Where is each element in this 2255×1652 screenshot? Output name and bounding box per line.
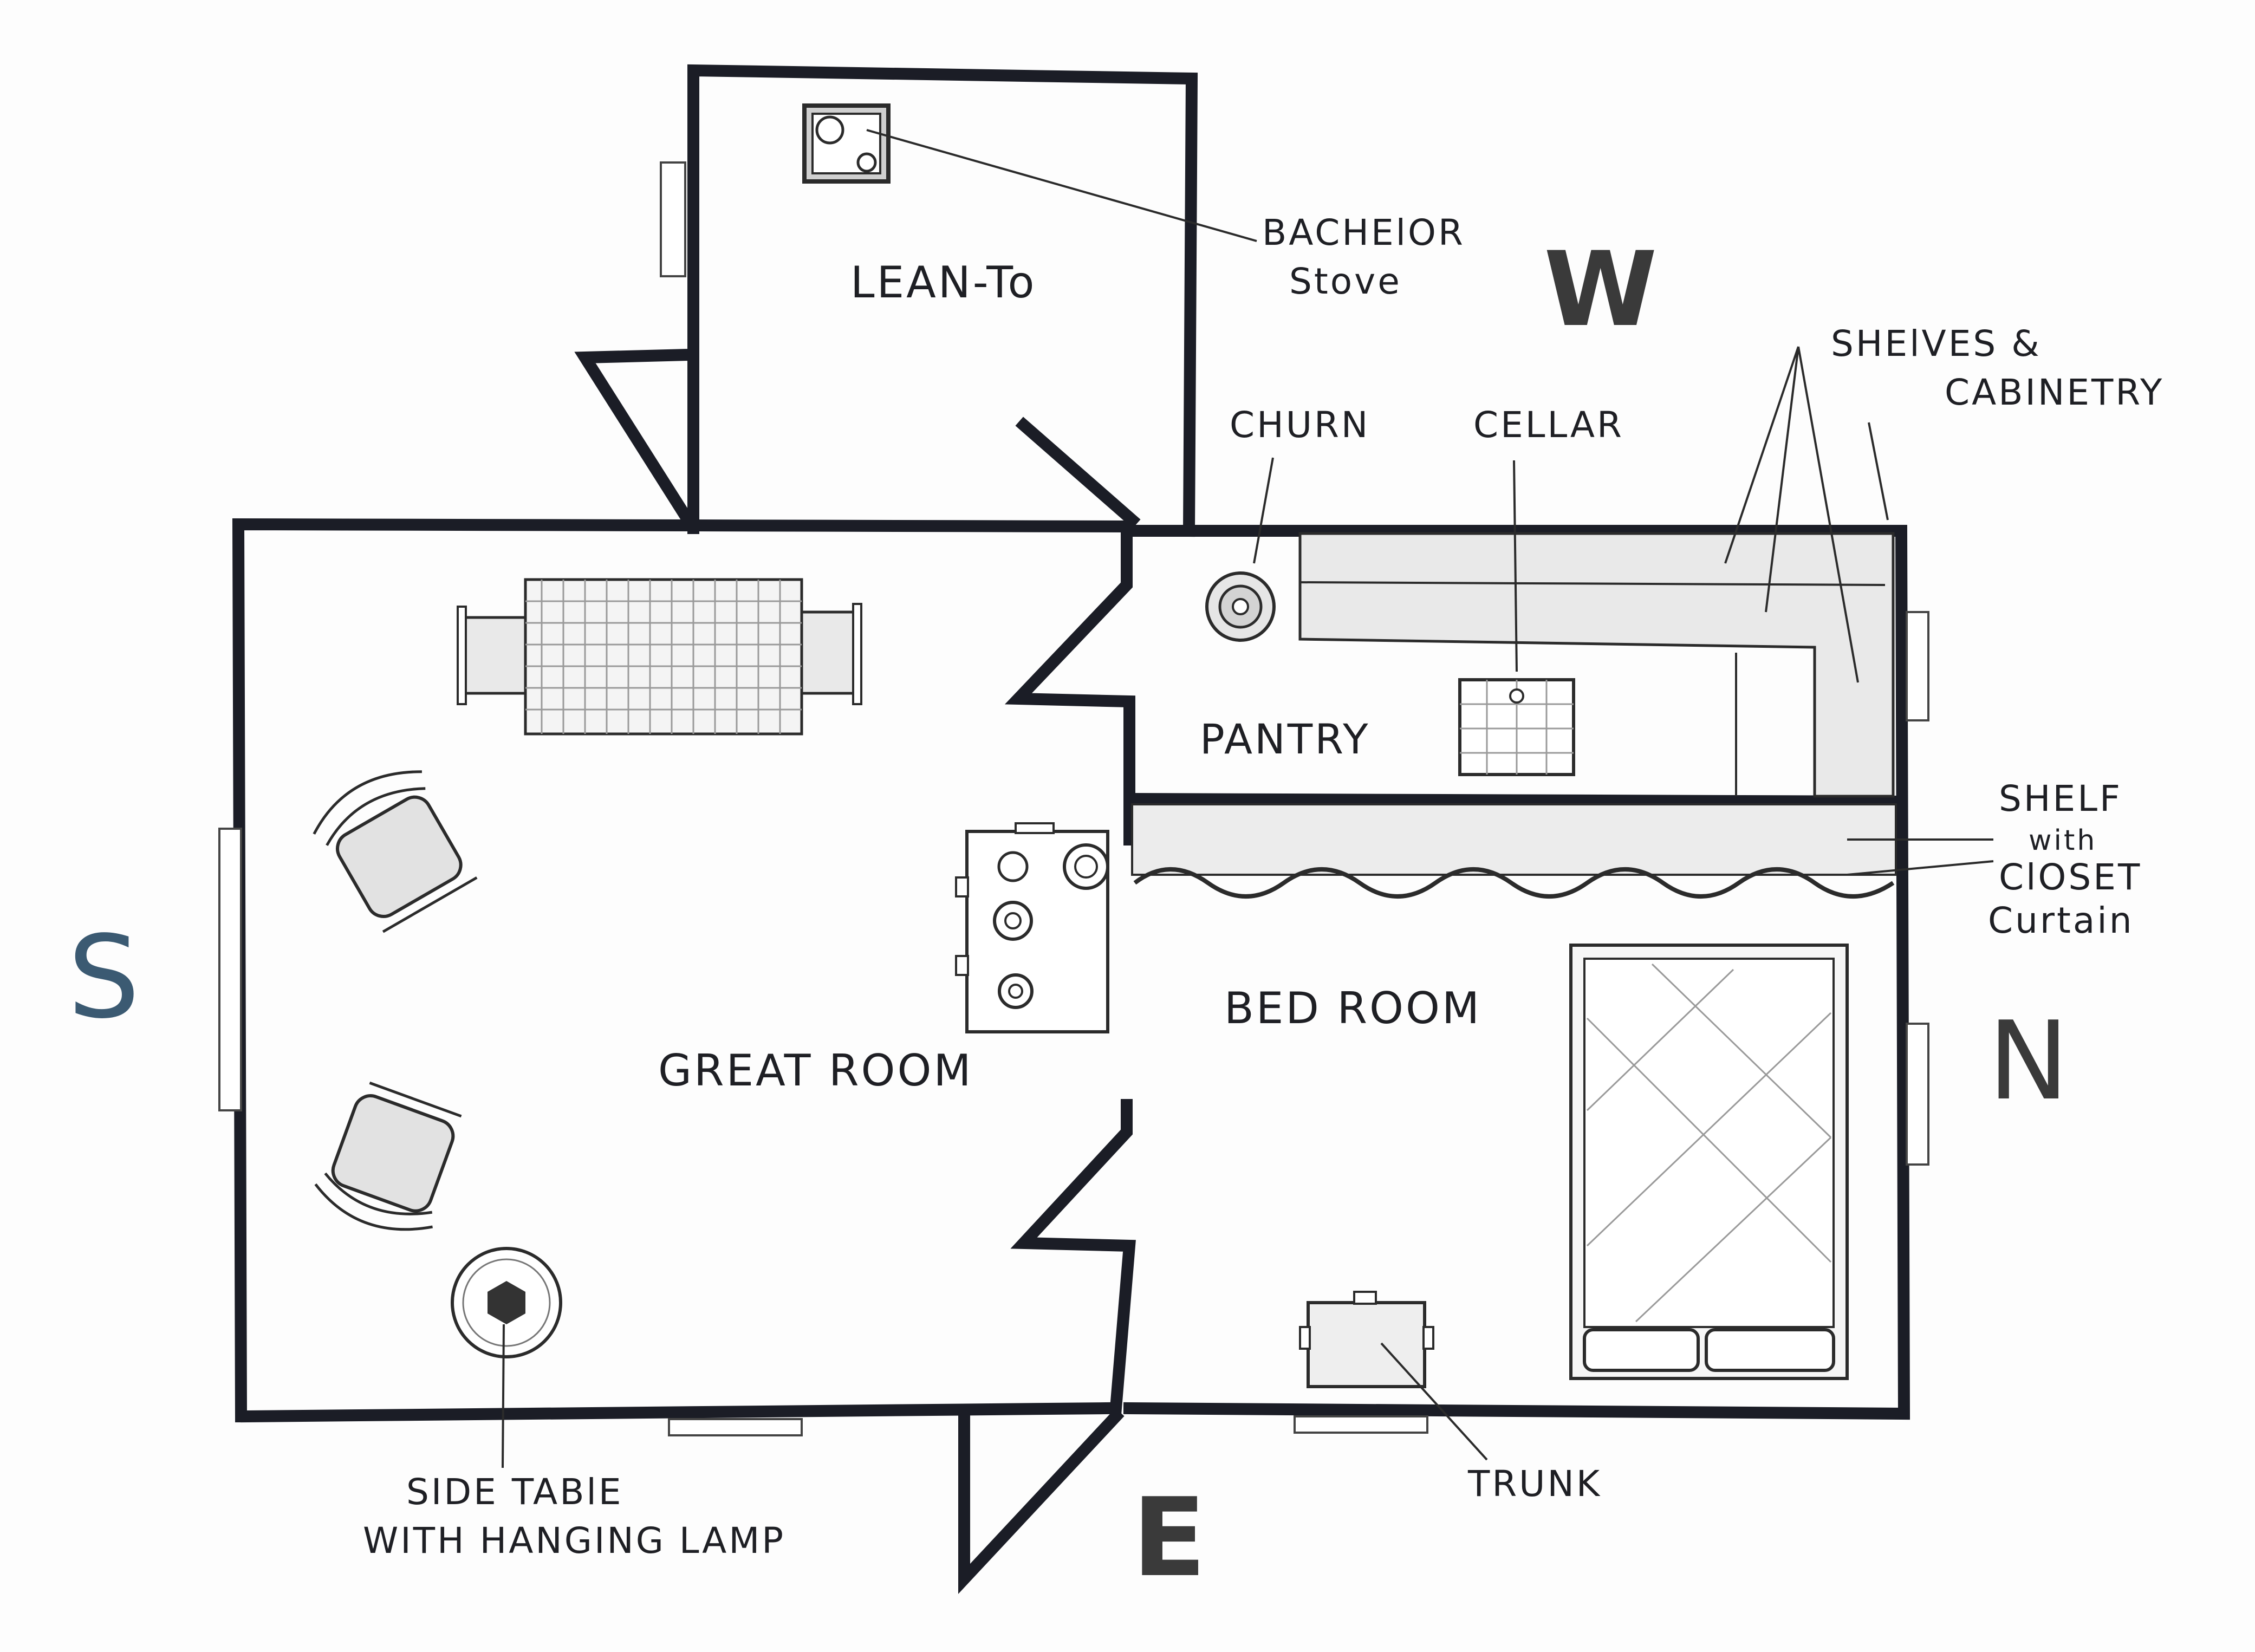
bachelor-stove: [802, 103, 891, 184]
window-pantry: [1906, 611, 1929, 721]
label-shelf-4: Curtain: [1988, 900, 2134, 941]
cookstove: [955, 822, 1109, 1033]
label-shelves-1: SHElVES &: [1831, 323, 2042, 365]
dining-table: [457, 578, 862, 736]
label-shelf-2: with: [2029, 824, 2097, 857]
window-east-1: [668, 1418, 803, 1436]
label-lean-to: LEAN-To: [850, 257, 1037, 308]
pantry-bedroom-wall: [1126, 792, 1908, 808]
window-south: [218, 828, 242, 1111]
label-cellar: CELLAR: [1473, 404, 1624, 446]
compass-north: N: [1988, 998, 2069, 1124]
label-churn: CHURN: [1230, 404, 1370, 446]
trunk: [1299, 1291, 1434, 1388]
label-pantry: PANTRY: [1200, 715, 1370, 763]
label-trunk: TRUNK: [1468, 1463, 1602, 1505]
churn: [1205, 571, 1276, 642]
label-side-table-2: WITH HANGING LAMP: [363, 1520, 786, 1562]
side-table: [451, 1247, 562, 1358]
label-shelf-3: ClOSET: [1999, 856, 2142, 898]
label-shelves-2: CABINETRY: [1945, 372, 2165, 413]
label-side-table-1: SIDE TABlE: [406, 1471, 623, 1513]
interior-wall-west: [1004, 522, 1136, 1415]
house-outer-walls: [232, 518, 1910, 1423]
chair-upper: [313, 770, 478, 933]
lean-to-walls: [574, 64, 1198, 537]
compass-south: S: [68, 911, 140, 1044]
label-bed-room: BED ROOM: [1224, 983, 1482, 1033]
label-bachelor-stove-2: Stove: [1289, 261, 1402, 302]
compass-east: E: [1132, 1475, 1206, 1601]
window-lean-to: [660, 161, 686, 277]
bedroom-shelf-curtain: [1131, 803, 1897, 899]
pantry-shelves: [1298, 532, 1895, 798]
label-great-room: GREAT ROOM: [658, 1045, 973, 1096]
chair-lower: [314, 1081, 462, 1231]
label-shelf-1: SHELF: [1999, 778, 2122, 820]
label-bachelor-stove-1: BACHElOR: [1262, 212, 1465, 253]
window-north: [1906, 1023, 1929, 1166]
cellar-trapdoor: [1458, 678, 1575, 776]
bed: [1569, 944, 1849, 1380]
east-door: [958, 1408, 1125, 1594]
window-east-2: [1294, 1415, 1428, 1434]
compass-west: W: [1544, 230, 1658, 349]
